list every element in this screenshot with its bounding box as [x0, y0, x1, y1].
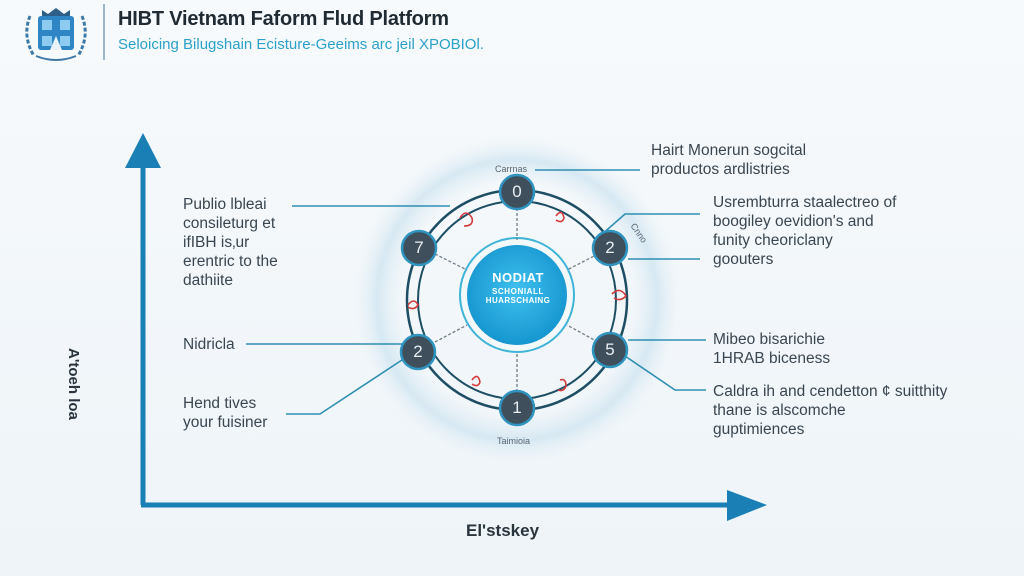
- label-line: ifIBH is‚ur: [183, 234, 250, 251]
- label-line: goouters: [713, 251, 774, 268]
- node-top[interactable]: [498, 173, 536, 211]
- label-line: erentric to the: [183, 253, 278, 270]
- node-caption-top: Carrnas: [495, 164, 528, 174]
- header: HIBT Vietnam Faform Flud Platform Seloic…: [0, 0, 1024, 70]
- y-axis-label: A'toeh loa: [65, 348, 82, 420]
- node-upper-left[interactable]: [400, 229, 438, 267]
- node-upper-right[interactable]: [591, 229, 629, 267]
- y-axis-arrow-icon: [125, 133, 161, 168]
- node-number-upper-left: 7: [414, 238, 424, 257]
- accent-icon: [611, 289, 628, 301]
- accent-icon: [555, 211, 565, 223]
- label-usr: Usrembturra staalectreo of boogiley oevi…: [713, 193, 897, 269]
- label-line: Hairt Monerun sogcital: [651, 142, 807, 159]
- label-caldra: Caldra ih and cendetton ¢ suitthity than…: [713, 382, 947, 439]
- label-nidricla: Nidricla: [183, 335, 235, 354]
- label-line: Publio lbleai: [183, 196, 267, 213]
- label-mibeo: Mibeo bisarichie 1HRAB biceness: [713, 330, 830, 368]
- hub-subtitle-1: SCHONIALL: [491, 287, 545, 296]
- accent-icon: [471, 375, 481, 387]
- label-line: consileturg et: [183, 215, 276, 232]
- page-title: HIBT Vietnam Faform Flud Platform: [118, 8, 449, 30]
- connector-usr: [599, 213, 700, 237]
- hub-subtitle-2: HUARSCHAING: [485, 296, 551, 305]
- label-line: guptimiences: [713, 421, 805, 438]
- node-number-lower-right: 5: [605, 340, 615, 359]
- accent-icon: [459, 212, 474, 227]
- page-subtitle: Seloicing Bilugshain Ecisture-Geeims arc…: [118, 36, 484, 53]
- label-line: boogiley oevidion's and: [713, 213, 874, 230]
- connector-hend: [286, 357, 406, 415]
- x-axis-arrow-icon: [727, 490, 767, 521]
- accent-icon: [407, 300, 419, 310]
- label-hairt: Hairt Monerun sogcital productos ardlist…: [651, 141, 806, 179]
- label-line: dathiite: [183, 272, 233, 289]
- label-line: 1HRAB biceness: [713, 350, 831, 367]
- label-public: Publio lbleai consileturg et ifIBH is‚ur…: [183, 195, 278, 290]
- node-number-upper-right: 2: [605, 238, 615, 257]
- label-line: Nidricla: [183, 336, 235, 353]
- header-divider: [103, 4, 105, 60]
- spokes: [434, 208, 599, 392]
- connector-caldra: [624, 355, 706, 391]
- node-lower-left[interactable]: [399, 333, 437, 371]
- label-line: Mibeo bisarichie: [713, 331, 825, 348]
- node-number-lower-left: 2: [413, 342, 423, 361]
- label-line: Caldra ih and cendetton ¢ suitthity: [713, 383, 948, 400]
- node-caption-bottom: Taimioia: [497, 436, 531, 446]
- node-lower-right[interactable]: [591, 331, 629, 369]
- spoke: [434, 253, 468, 271]
- label-line: your fuisiner: [183, 414, 268, 431]
- label-line: Hend tives: [183, 395, 257, 412]
- label-line: Usrembturra staalectreo of: [713, 194, 897, 211]
- hub-label: NODIAT SCHONIALL HUARSCHAING: [466, 270, 570, 305]
- label-line: funity cheoriclany: [713, 232, 833, 249]
- label-line: thane is alscomche: [713, 402, 846, 419]
- spoke: [566, 253, 599, 271]
- x-axis-label: El'stskey: [466, 521, 540, 540]
- node-bottom[interactable]: [498, 389, 536, 427]
- accent-icon: [557, 378, 567, 392]
- label-hend: Hend tives your fuisiner: [183, 394, 267, 432]
- hub-title: NODIAT: [492, 270, 544, 285]
- connectors: [246, 169, 706, 415]
- hub-circle: [467, 245, 567, 345]
- spoke: [434, 324, 468, 343]
- label-line: productos ardlistries: [651, 161, 790, 178]
- node-number-bottom: 1: [512, 398, 522, 417]
- spoke: [566, 324, 599, 343]
- node-number-top: 0: [512, 182, 522, 201]
- nodes: [399, 173, 629, 427]
- accent-glyphs: [407, 211, 628, 392]
- crest-laurel-icon: [25, 8, 87, 61]
